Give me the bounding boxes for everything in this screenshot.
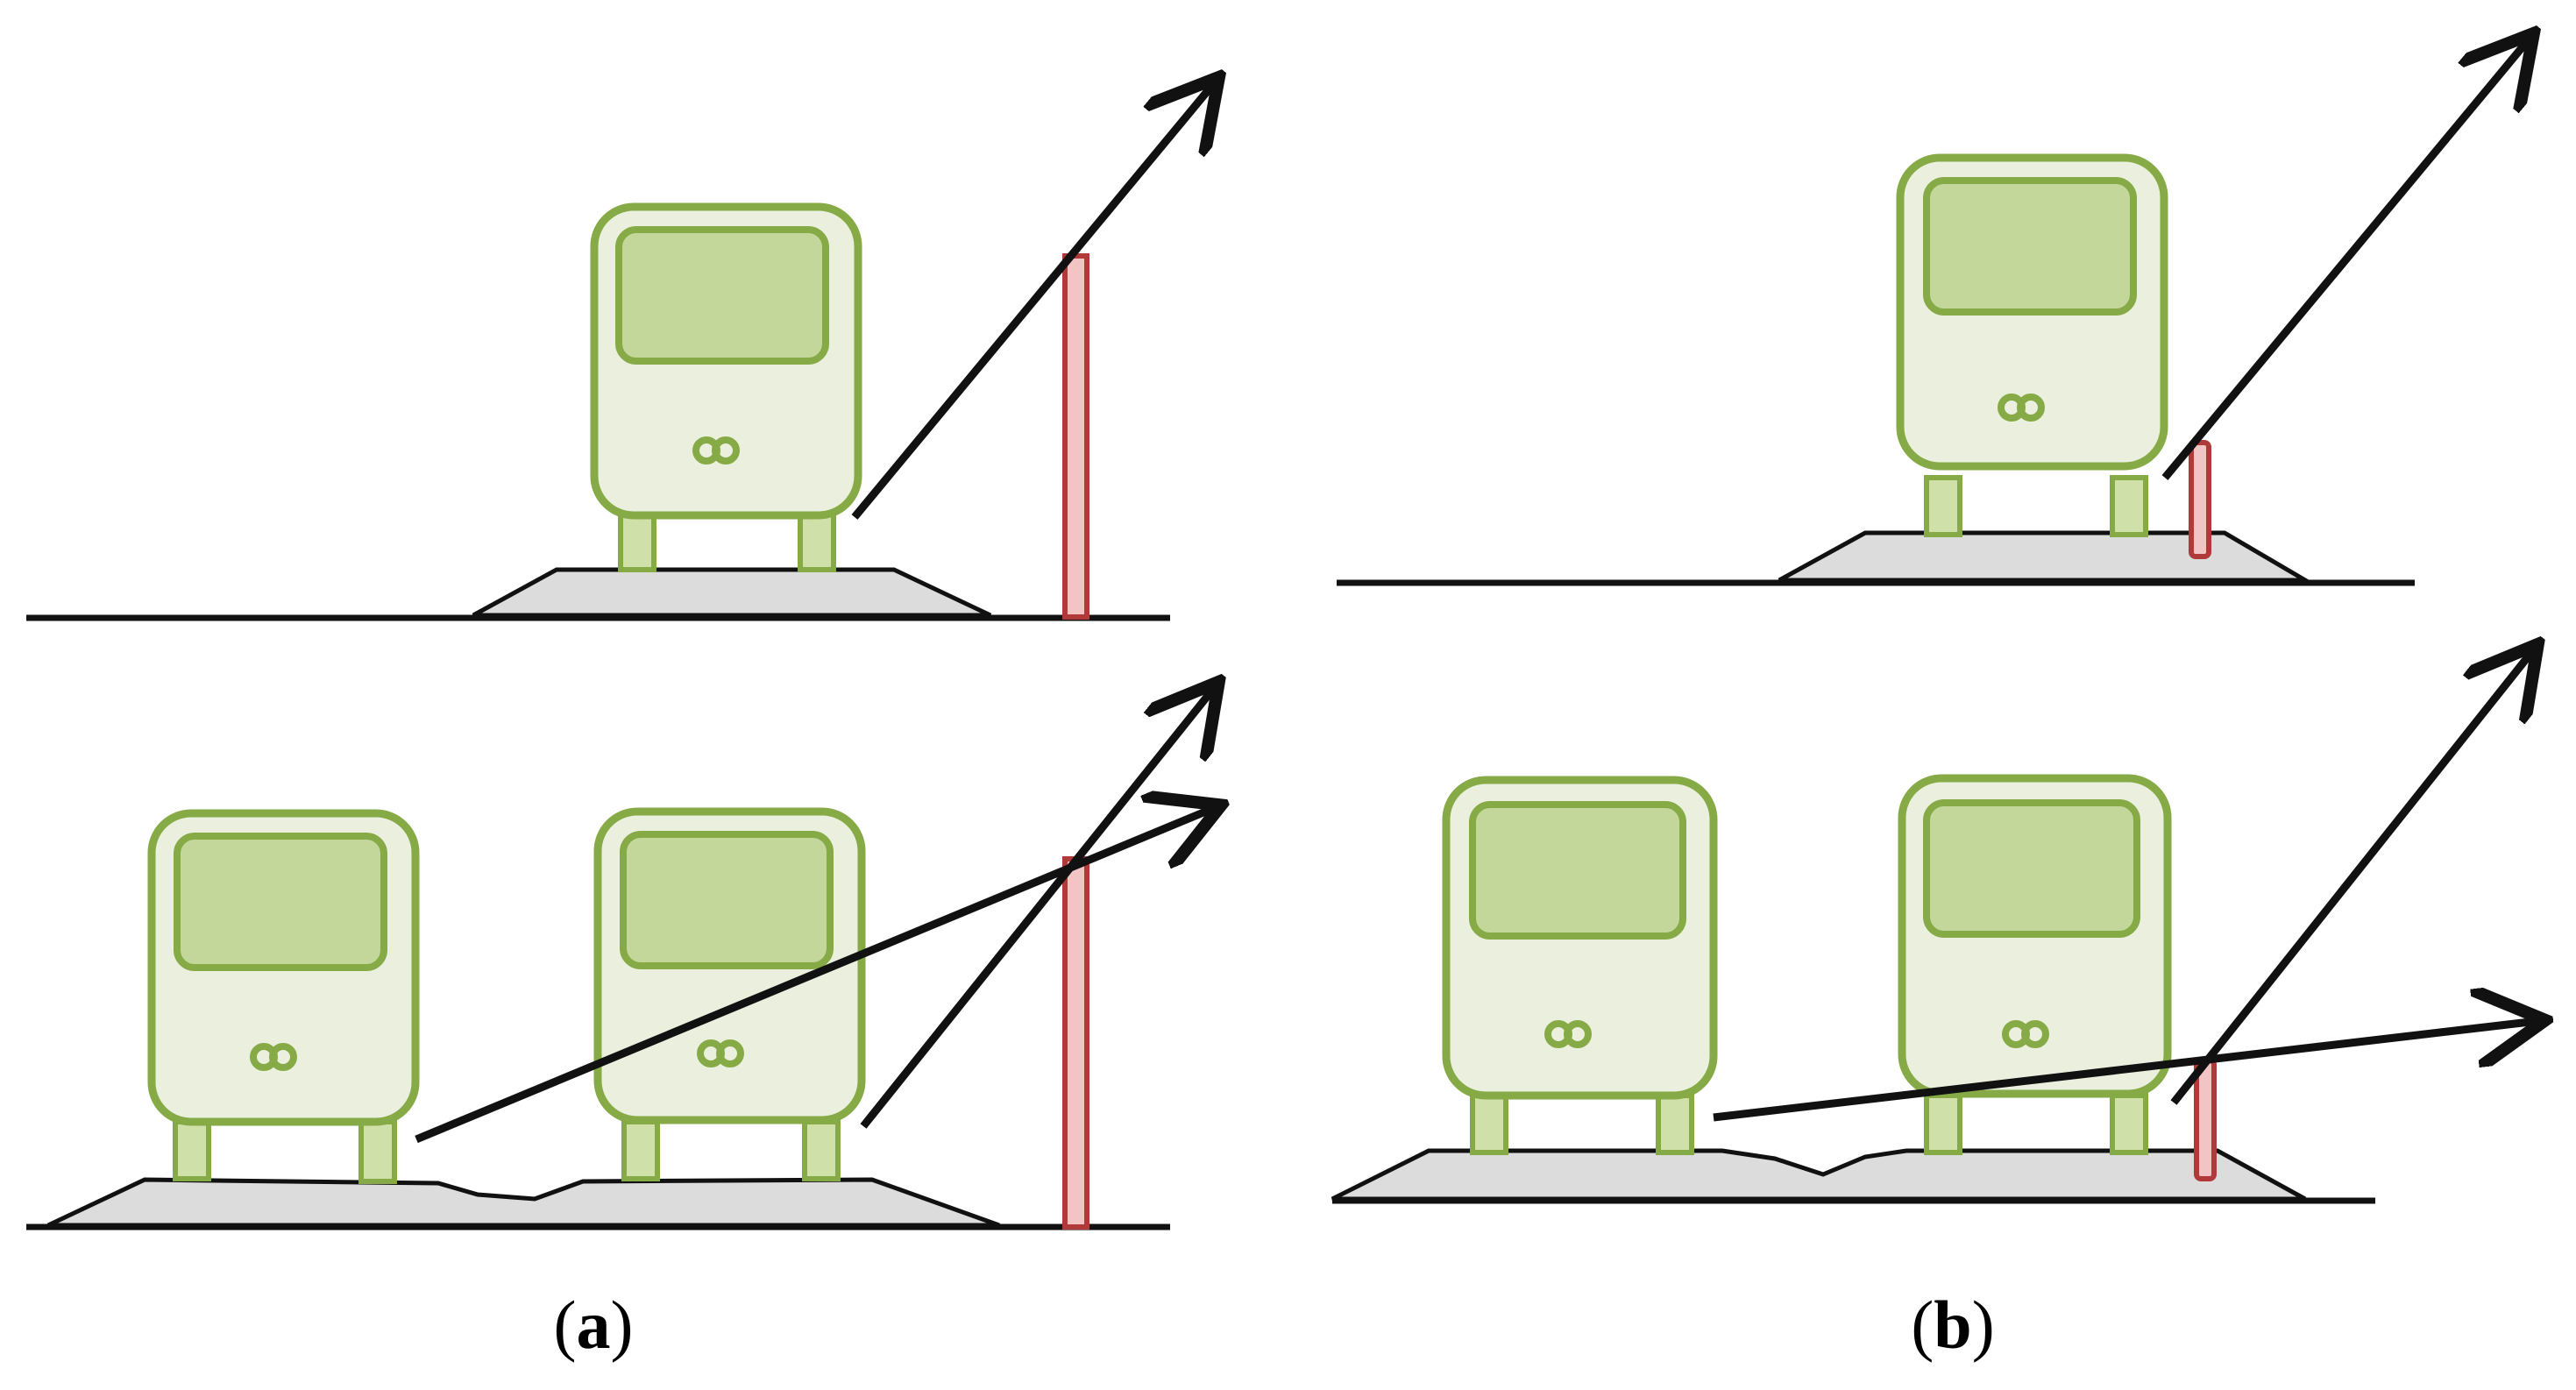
caption-a-letter: a	[576, 1287, 611, 1363]
cabinet-icon	[1896, 153, 2168, 537]
pad	[46, 1177, 1000, 1228]
panel-a-bottom	[26, 688, 1214, 1230]
arrow-icon	[851, 83, 1214, 520]
pole-icon	[1062, 253, 1089, 620]
caption-a-open: (	[553, 1287, 577, 1363]
caption-b-close: )	[1971, 1287, 1995, 1363]
pad	[1778, 530, 2314, 583]
caption-b: (b)	[1821, 1281, 2084, 1369]
cabinet-icon	[1898, 774, 2172, 1155]
pole-icon	[2194, 1058, 2217, 1181]
arrow-icon	[2161, 39, 2529, 480]
caption-b-open: (	[1911, 1287, 1934, 1363]
pad	[1331, 1148, 2307, 1202]
panel-a-top	[26, 83, 1214, 621]
cabinet-icon	[147, 809, 420, 1184]
arrow-icon	[860, 688, 1214, 1129]
arrow-icon	[1713, 1021, 2537, 1122]
cabinet-icon	[1442, 776, 1718, 1155]
caption-a-close: )	[610, 1287, 634, 1363]
panel-b-bottom	[1331, 650, 2537, 1204]
pole-icon	[2189, 440, 2211, 559]
cabinet-icon	[593, 807, 866, 1181]
pad	[472, 567, 992, 618]
pole-icon	[1062, 856, 1089, 1230]
cabinet-icon	[590, 202, 862, 572]
caption-b-letter: b	[1934, 1287, 1972, 1363]
panel-b-top	[1337, 39, 2529, 586]
caption-a: (a)	[462, 1281, 725, 1369]
arrow-icon	[2170, 650, 2533, 1105]
arrow-icon	[415, 808, 1214, 1144]
